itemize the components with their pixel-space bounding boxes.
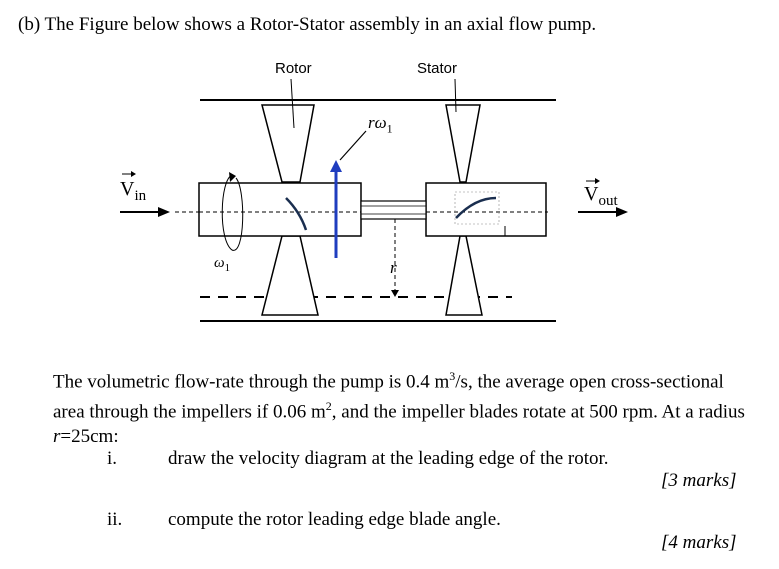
stator-label: Stator <box>417 60 458 77</box>
connecting-shaft <box>360 200 427 220</box>
item-number: ii. <box>107 509 123 530</box>
rotor-blade-profile <box>285 197 308 231</box>
r-omega-label: rω1 <box>368 113 393 136</box>
stator-hub <box>425 182 547 237</box>
marks-label: [3 marks] <box>661 470 737 491</box>
item-text: draw the velocity diagram at the leading… <box>168 448 609 469</box>
rotor-blade-lower <box>261 235 319 316</box>
stator-blade-upper <box>445 104 481 183</box>
omega-label: ω1 <box>214 255 231 274</box>
v-out-label: Vout <box>584 183 618 209</box>
rotation-ellipse <box>221 174 244 251</box>
v-in-label: Vin <box>120 178 147 204</box>
rotor-blade-upper <box>261 104 315 183</box>
marks-label: [4 marks] <box>661 532 737 553</box>
question-heading: (b) The Figure below shows a Rotor-Stato… <box>18 14 597 35</box>
rotor-label: Rotor <box>275 60 312 77</box>
item-number: i. <box>107 448 118 469</box>
r-label: r <box>390 258 397 277</box>
stator-blade-lower <box>445 235 483 316</box>
item-text: compute the rotor leading edge blade ang… <box>168 509 501 530</box>
problem-statement: The volumetric flow-rate through the pum… <box>53 369 745 447</box>
stator-blade-profile <box>455 196 497 219</box>
